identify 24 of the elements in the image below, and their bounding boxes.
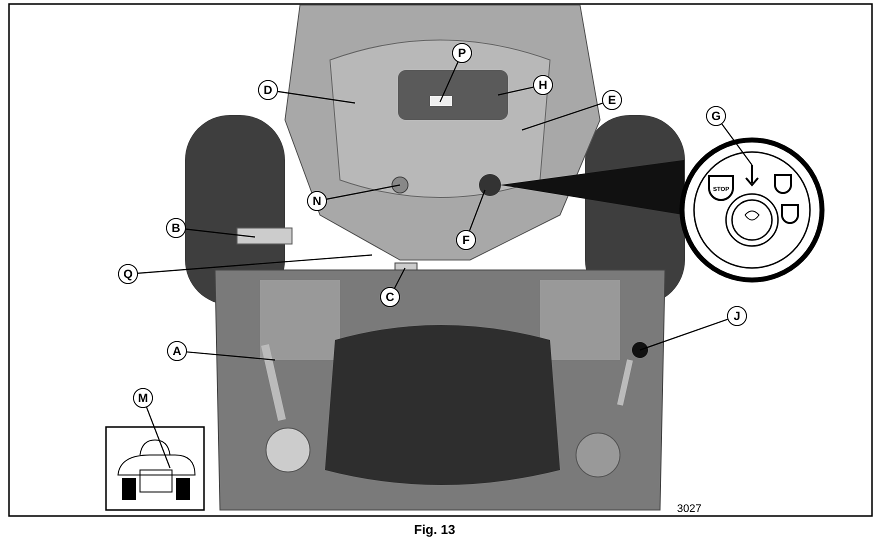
leader-line: [146, 407, 171, 468]
leader-line: [439, 62, 458, 102]
leader-line: [326, 184, 400, 200]
leader-line: [138, 254, 372, 274]
callout-letter: D: [258, 80, 278, 100]
callout-letter: E: [602, 90, 622, 110]
callout-letter: N: [307, 191, 327, 211]
leader-line: [522, 102, 603, 131]
leader-line: [640, 318, 728, 351]
figure-caption: Fig. 13: [414, 522, 456, 537]
drawing-number: 3027: [677, 503, 702, 515]
callout-letter: M: [133, 388, 153, 408]
callout-letter: A: [167, 341, 187, 361]
leader-line: [186, 228, 256, 238]
leader-line: [721, 124, 752, 166]
callout-letter: J: [727, 306, 747, 326]
callout-letter: Q: [118, 264, 138, 284]
leader-line: [394, 268, 406, 288]
leader-line: [186, 351, 276, 361]
callout-letter: G: [706, 106, 726, 126]
leader-line: [468, 190, 486, 231]
leader-line: [498, 86, 534, 96]
leader-line: [278, 90, 356, 104]
callout-letter: B: [166, 218, 186, 238]
